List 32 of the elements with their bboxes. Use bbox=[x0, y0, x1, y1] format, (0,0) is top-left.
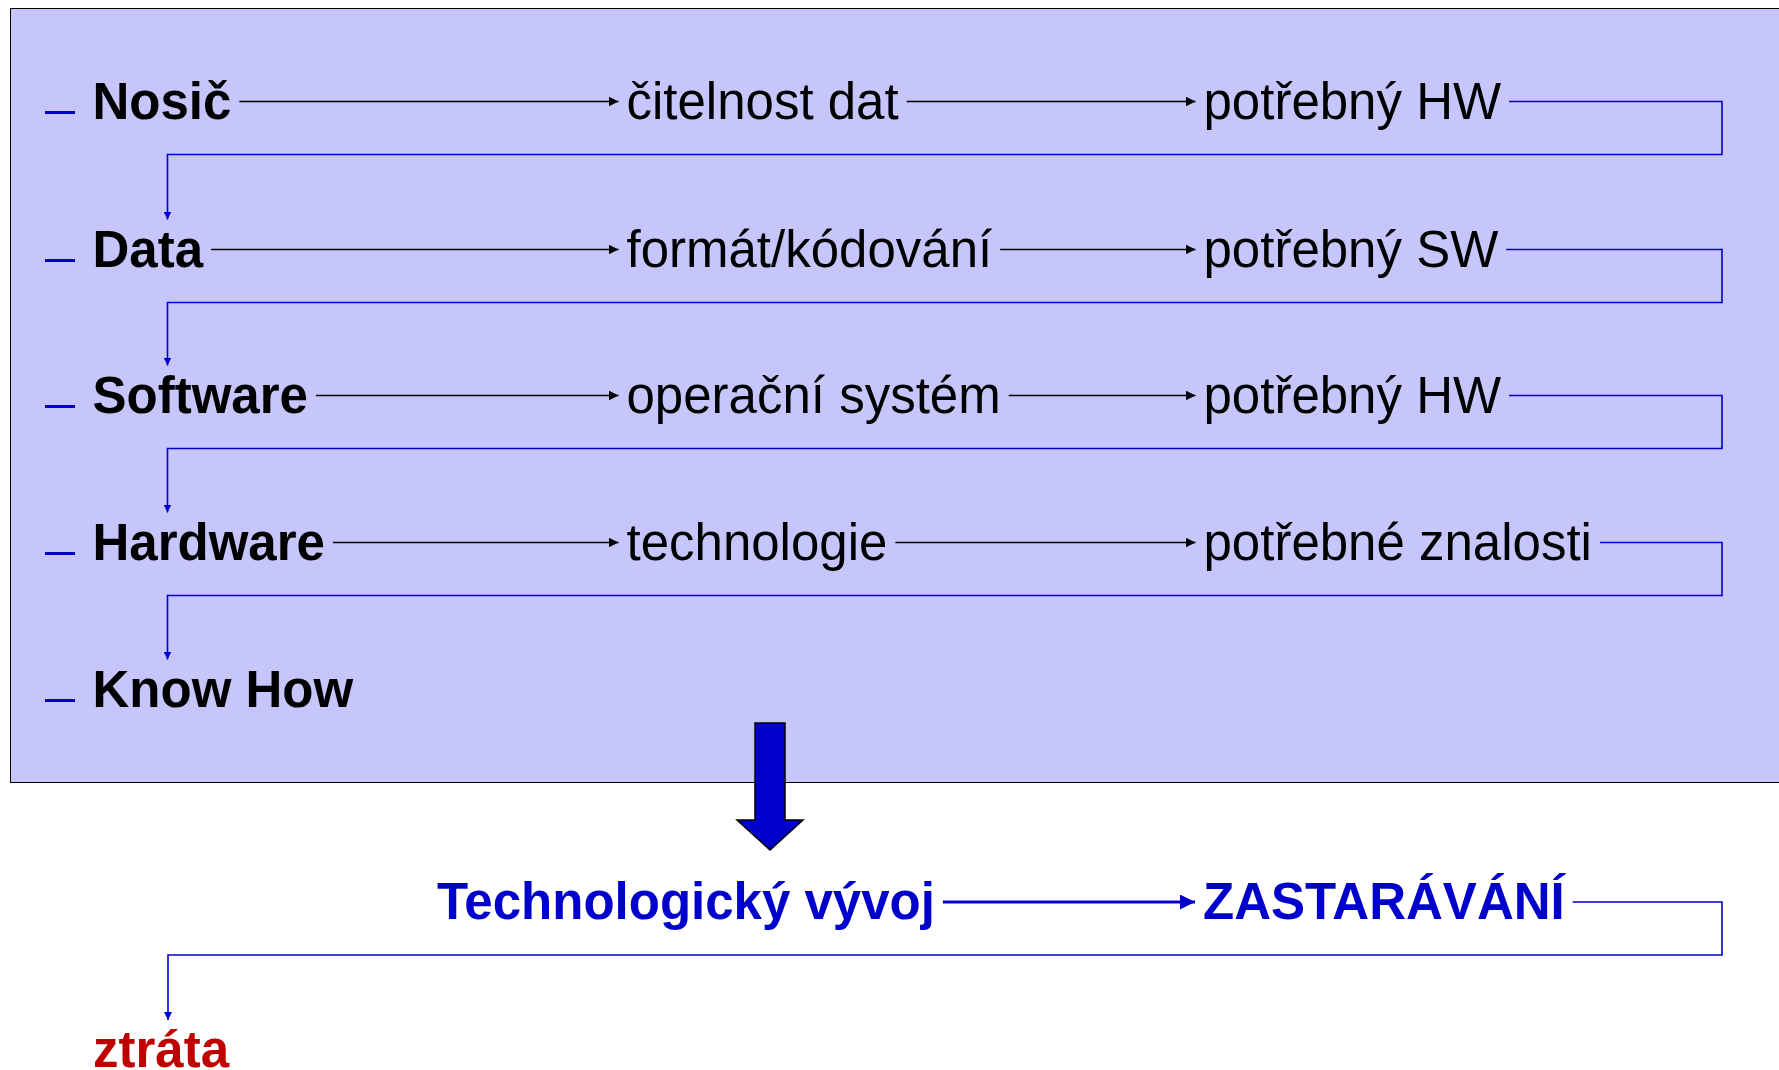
arrow bbox=[315, 390, 620, 401]
flow-step-label: potřebné znalosti bbox=[1203, 514, 1592, 571]
category-label: Software bbox=[92, 367, 308, 424]
block-arrow bbox=[735, 722, 805, 851]
category-label: Know How bbox=[92, 661, 354, 718]
flow-step-label: formát/kódování bbox=[626, 221, 993, 278]
arrow bbox=[163, 248, 1723, 367]
arrow bbox=[905, 96, 1197, 107]
arrow bbox=[238, 96, 620, 107]
arrow bbox=[210, 244, 620, 255]
arrow bbox=[164, 901, 1723, 1021]
result-label: ztráta bbox=[93, 1022, 230, 1070]
arrow bbox=[332, 537, 620, 548]
flow-step-label: technologie bbox=[626, 514, 888, 571]
flow-step-label: potřebný HW bbox=[1203, 73, 1502, 130]
arrow bbox=[1007, 390, 1197, 401]
arrow bbox=[163, 541, 1723, 661]
panel-background bbox=[10, 8, 1779, 783]
flow-step-label: Technologický vývoj bbox=[437, 874, 935, 930]
category-label: Data bbox=[92, 221, 204, 278]
category-label: Hardware bbox=[92, 514, 325, 571]
arrow bbox=[999, 244, 1197, 255]
flow-step-label: ZASTARÁVÁNÍ bbox=[1203, 874, 1565, 930]
arrow bbox=[894, 537, 1197, 548]
flow-step-label: operační systém bbox=[626, 367, 1001, 424]
arrow bbox=[942, 894, 1195, 910]
category-label: Nosič bbox=[92, 73, 232, 130]
flow-step-label: potřebný SW bbox=[1203, 221, 1499, 278]
flow-step-label: čitelnost dat bbox=[626, 73, 899, 130]
arrow bbox=[163, 394, 1723, 514]
arrow bbox=[163, 100, 1723, 221]
flow-step-label: potřebný HW bbox=[1203, 367, 1502, 424]
